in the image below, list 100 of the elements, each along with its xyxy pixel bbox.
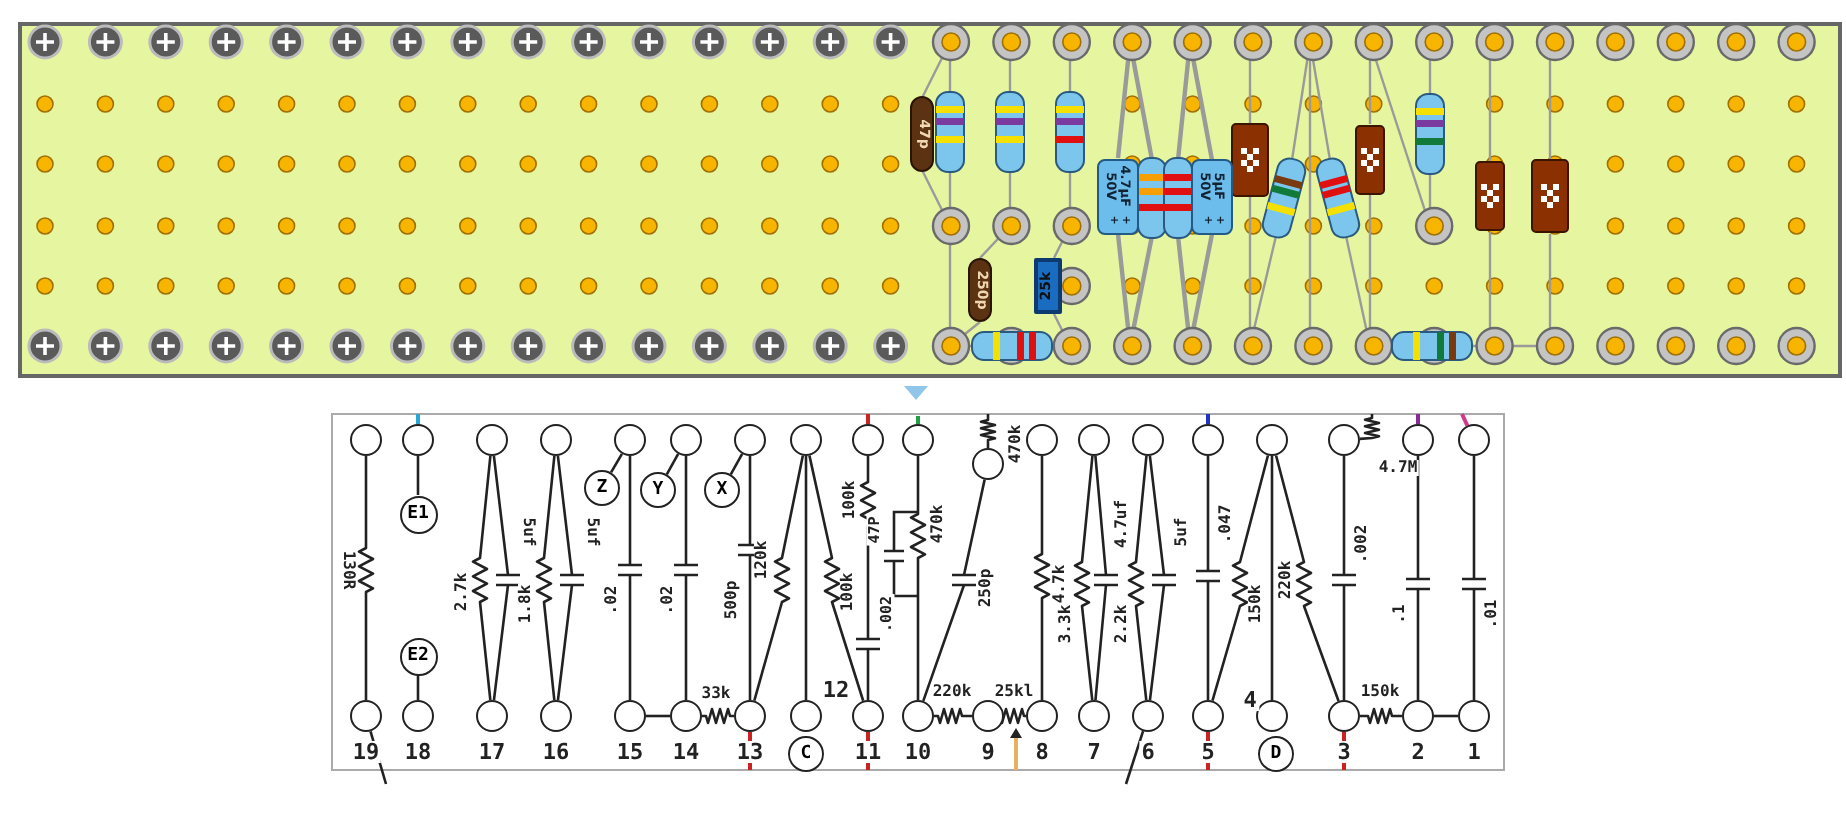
wire xyxy=(646,714,670,718)
capacitor-connection xyxy=(684,456,688,700)
capacitor-connection xyxy=(1416,456,1420,700)
resistor-connection xyxy=(1360,707,1402,725)
capacitor-connection xyxy=(922,479,986,702)
component-value: 4.7k xyxy=(1052,562,1068,606)
component-value: 5uf xyxy=(520,515,536,549)
terminal-number: 16 xyxy=(540,741,572,763)
component-value: 250p xyxy=(978,566,994,610)
terminal-number: 18 xyxy=(402,741,434,763)
resistor-connection xyxy=(535,455,556,701)
wire xyxy=(729,453,744,475)
terminal-letter: E2 xyxy=(407,647,429,665)
wire xyxy=(1124,730,1145,785)
ceramic-capacitor xyxy=(968,258,992,322)
wire xyxy=(1206,414,1210,424)
capacitor-connection xyxy=(1094,455,1108,701)
component-value: 5uf xyxy=(584,515,600,549)
terminal-letter: E1 xyxy=(407,505,429,523)
component-value: .02 xyxy=(604,583,620,617)
terminal-number: 6 xyxy=(1139,741,1157,763)
resistor-connection xyxy=(471,455,492,701)
component-value: .002 xyxy=(1354,522,1370,566)
terminal-number: 7 xyxy=(1085,741,1103,763)
terminal-number: 19 xyxy=(350,741,382,763)
wire xyxy=(416,414,420,424)
component-value: .01 xyxy=(1484,597,1500,631)
capacitor-connection xyxy=(1206,456,1210,700)
wire xyxy=(416,675,420,700)
capacitor-connection xyxy=(628,456,632,700)
component-value: 500p xyxy=(724,578,740,622)
component-value: 1.8k xyxy=(518,582,534,626)
component-value: 470k xyxy=(1008,422,1024,466)
trimmer-potentiometer xyxy=(1034,258,1062,314)
wire xyxy=(609,453,624,474)
terminal-number: 12 xyxy=(820,679,852,701)
terminal-number: 15 xyxy=(614,741,646,763)
resistor-connection xyxy=(1033,456,1051,700)
capacitor-connection xyxy=(1472,456,1476,700)
resistor-connection xyxy=(808,455,865,702)
resistor-connection xyxy=(909,456,927,700)
component-value: 4.7M xyxy=(1376,460,1420,476)
terminal-number: 8 xyxy=(1033,741,1051,763)
terminal-number: 5 xyxy=(1199,741,1217,763)
capacitor-connection xyxy=(556,455,574,701)
resistor-connection xyxy=(1211,455,1270,701)
terminal-number: 11 xyxy=(852,741,884,763)
terminal-number: 10 xyxy=(902,741,934,763)
component-value: 2.7k xyxy=(454,570,470,614)
ceramic-capacitor xyxy=(910,96,934,172)
resistor-connection xyxy=(998,707,1027,725)
wire xyxy=(416,456,420,495)
component-value: 2.2k xyxy=(1114,602,1130,646)
component-value: 100k xyxy=(840,570,856,614)
resistor-connection xyxy=(934,707,972,725)
terminal-number: 13 xyxy=(734,741,766,763)
terminal-letter: C xyxy=(800,745,812,763)
component-value: .047 xyxy=(1218,502,1234,546)
component-value: 33k xyxy=(699,686,733,702)
component-value: 470k xyxy=(930,502,946,546)
terminal-number: 1 xyxy=(1465,741,1483,763)
terminal-number: 4 xyxy=(1241,689,1259,711)
wire xyxy=(748,732,752,770)
terminal-letter: Z xyxy=(596,479,608,497)
resistor-connection xyxy=(1359,414,1381,441)
wire xyxy=(916,416,920,424)
component-value: 5uf xyxy=(1174,515,1190,549)
terminal-number: 2 xyxy=(1409,741,1427,763)
resistor-connection xyxy=(979,414,997,448)
terminal-letter: Y xyxy=(652,481,664,499)
capacitor-connection xyxy=(748,456,752,700)
component-value: 100k xyxy=(842,478,858,522)
resistor-connection xyxy=(357,456,375,700)
wire xyxy=(665,453,680,475)
capacitor-connection xyxy=(1342,456,1346,700)
component-value: 150k xyxy=(1248,582,1264,626)
resistor-connection xyxy=(1274,455,1340,702)
component-value: 220k xyxy=(1278,558,1294,602)
electrolytic-capacitor xyxy=(1097,158,1139,234)
capacitor-connection xyxy=(1148,455,1166,701)
resistor-connection xyxy=(1073,455,1094,701)
resistor-connection xyxy=(753,455,805,701)
resistor-capacitor-connection xyxy=(859,456,877,700)
electrolytic-capacitor xyxy=(1191,158,1233,234)
wire xyxy=(1434,714,1458,718)
terminal-number: 3 xyxy=(1335,741,1353,763)
terminal-letter: X xyxy=(716,481,728,499)
component-value: 150k xyxy=(1358,684,1402,700)
component-value: 130R xyxy=(340,548,356,592)
component-value: 25kl xyxy=(992,684,1036,700)
terminal-number: 14 xyxy=(670,741,702,763)
resistor-connection xyxy=(1127,455,1148,701)
terminal-letter: D xyxy=(1270,745,1282,763)
wire xyxy=(1460,413,1470,427)
terminal-number: 17 xyxy=(476,741,508,763)
wire xyxy=(866,732,870,770)
resistor-connection xyxy=(702,707,734,725)
capacitor-connection xyxy=(492,455,510,701)
component-value: .1 xyxy=(1392,602,1408,626)
wire xyxy=(1416,414,1420,424)
